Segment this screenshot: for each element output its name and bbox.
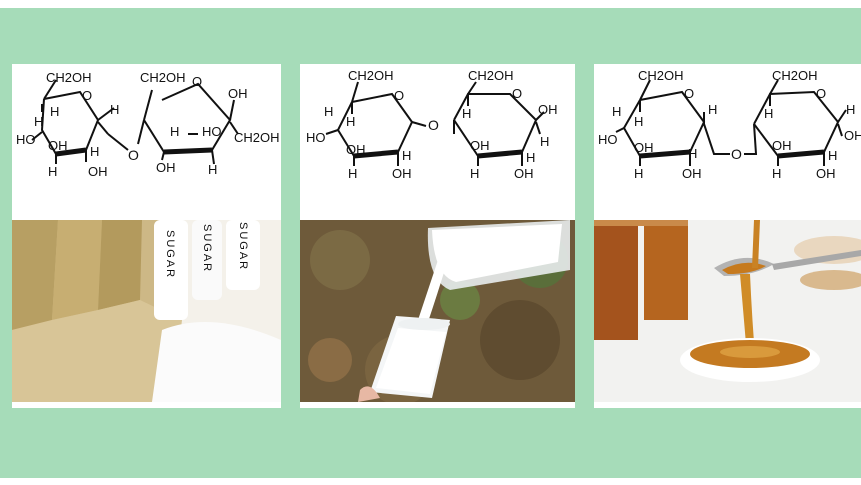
sucrose-right-h2: H [208,162,217,177]
lactose-right-h2: H [540,134,549,149]
lactose-left-oh2: OH [392,166,412,181]
sucrose-right-oh2: OH [156,160,176,175]
lactose-left-oh1: OH [346,142,366,157]
panel-maltose: CH2OH O H H HO H OH H H OH O CH2OH O H H… [594,64,861,408]
sucrose-left-h1: H [50,104,59,119]
sucrose-right-h1: H [170,124,179,139]
lactose-left-h4: H [402,148,411,163]
maltose-left-h3: H [612,104,621,119]
lactose-left-ring-o: O [394,88,404,103]
maltose-right-h3: H [772,166,781,181]
lactose-structure: CH2OH O H HO H OH H H OH O CH2OH O H OH … [306,68,558,181]
maltose-left-h2: H [708,102,717,117]
lactose-right-oh3: OH [514,166,534,181]
lactose-left-h2: H [324,104,333,119]
sucrose-left-ring-o: O [82,88,92,103]
maltose-right-h1: H [764,106,773,121]
lactose-right-ch2oh: CH2OH [468,68,514,83]
maltose-right-ch2oh: CH2OH [772,68,818,83]
lactose-right-oh2: OH [470,138,490,153]
lactose-left-ch2oh: CH2OH [348,68,394,83]
maltose-left-oh1: OH [634,140,654,155]
sucrose-right-oh1: OH [228,86,248,101]
lactose-right-h1: H [462,106,471,121]
sucrose-right-ring-o: O [192,74,202,89]
sucrose-left-h4: H [48,164,57,179]
sugar-label-2: SUGAR [201,224,213,273]
maltose-right-h4: H [828,148,837,163]
lactose-left-ho: HO [306,130,326,145]
sucrose-structure: CH2OH O H H HO H OH H H OH O CH2OH O OH … [16,70,280,179]
sucrose-left-oh1: OH [48,138,68,153]
lactose-right-h3: H [470,166,479,181]
sugar-photo: SUGAR SUGAR SUGAR [12,220,281,402]
lactose-right-h4: H [526,150,535,165]
sucrose-left-oh2: OH [88,164,108,179]
lactose-right-oh1: OH [538,102,558,117]
sucrose-left-h5: H [90,144,99,159]
maltose-right-oh3: OH [816,166,836,181]
maltose-left-ch2oh: CH2OH [638,68,684,83]
maltose-left-h1: H [634,114,643,129]
sucrose-right-ch2oh-2: CH2OH [234,130,280,145]
maltose-left-h4: H [634,166,643,181]
maltose-left-ho: HO [598,132,618,147]
maltose-bridge-o: O [731,146,742,162]
lactose-bridge-o: O [428,117,439,133]
maltose-right-oh1: OH [844,128,861,143]
panel-lactose: CH2OH O H HO H OH H H OH O CH2OH O H OH … [300,64,575,408]
lactose-left-h1: H [346,114,355,129]
maltose-structure: CH2OH O H H HO H OH H H OH O CH2OH O H H… [598,68,861,181]
sucrose-left-h3: H [34,114,43,129]
sucrose-right-ch2oh: CH2OH [140,70,186,85]
maltose-right-h2: H [846,102,855,117]
milk-photo [300,220,575,402]
sugar-label-1: SUGAR [164,230,176,279]
maltose-right-ring-o: O [816,86,826,101]
sucrose-bridge-o: O [128,147,139,163]
lactose-right-ring-o: O [512,86,522,101]
sucrose-right-ho: HO [202,124,222,139]
maltose-right-oh2: OH [772,138,792,153]
maltose-left-ring-o: O [684,86,694,101]
panel-sucrose: CH2OH O H H HO H OH H H OH O CH2OH O OH … [12,64,281,408]
sucrose-left-ho: HO [16,132,36,147]
sucrose-left-ch2oh: CH2OH [46,70,92,85]
maltose-left-h5: H [688,146,697,161]
sucrose-left-h2: H [110,102,119,117]
honey-photo [594,220,861,402]
maltose-left-oh2: OH [682,166,702,181]
lactose-left-h3: H [348,166,357,181]
sugar-label-3: SUGAR [237,222,249,271]
